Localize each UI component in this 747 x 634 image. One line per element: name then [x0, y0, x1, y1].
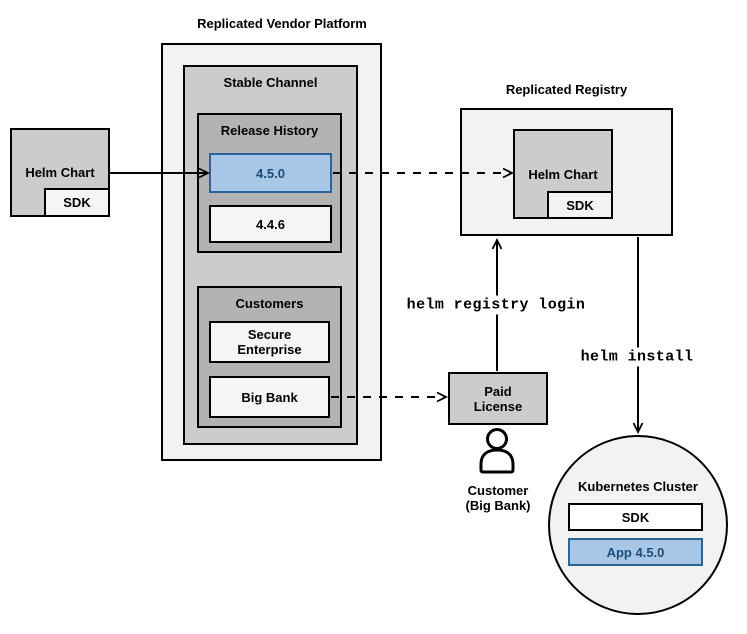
- registry-box: Helm Chart SDK: [460, 108, 673, 236]
- paid-license-box: Paid License: [448, 372, 548, 425]
- cluster-app-label: App 4.5.0: [606, 544, 665, 560]
- customer-person-icon: [479, 428, 515, 474]
- release-history-title: Release History: [220, 123, 319, 138]
- customers-box: Customers Secure Enterprise Big Bank: [197, 286, 342, 428]
- customer-secure-enterprise-box[interactable]: Secure Enterprise: [209, 321, 330, 363]
- cluster-sdk-box: SDK: [568, 503, 703, 531]
- kubernetes-cluster-circle: Kubernetes Cluster SDK App 4.5.0: [548, 435, 728, 615]
- customer-secure-enterprise-label: Secure Enterprise: [237, 327, 302, 357]
- registry-helm-chart-label: Helm Chart: [528, 166, 598, 182]
- customer-caption-line2: (Big Bank): [465, 498, 531, 513]
- customers-title: Customers: [235, 296, 304, 311]
- source-helm-chart-label: Helm Chart: [25, 165, 95, 180]
- paid-license-label: Paid License: [473, 383, 523, 414]
- platform-title: Replicated Vendor Platform: [197, 16, 367, 31]
- customer-big-bank-label: Big Bank: [241, 389, 298, 405]
- source-sdk-box: SDK: [44, 188, 110, 217]
- customer-caption: Customer (Big Bank): [448, 483, 548, 513]
- cluster-app-box: App 4.5.0: [568, 538, 703, 566]
- source-helm-chart-box: Helm Chart SDK: [10, 128, 110, 217]
- command-registry-login: helm registry login: [403, 295, 589, 315]
- release-history-box: Release History 4.5.0 4.4.6: [197, 113, 342, 253]
- cluster-sdk-label: SDK: [621, 509, 650, 525]
- release-4-5-0-label: 4.5.0: [256, 165, 285, 181]
- customer-caption-line1: Customer: [467, 483, 529, 498]
- kubernetes-cluster-title: Kubernetes Cluster: [578, 479, 698, 494]
- release-4-5-0-box[interactable]: 4.5.0: [209, 153, 332, 193]
- registry-helm-chart-box: Helm Chart SDK: [513, 129, 613, 219]
- registry-title: Replicated Registry: [505, 82, 628, 97]
- registry-sdk-box: SDK: [547, 191, 613, 219]
- release-4-4-6-label: 4.4.6: [256, 216, 285, 232]
- customer-big-bank-box[interactable]: Big Bank: [209, 376, 330, 418]
- registry-sdk-label: SDK: [566, 197, 594, 213]
- release-4-4-6-box[interactable]: 4.4.6: [209, 205, 332, 243]
- source-sdk-label: SDK: [63, 195, 91, 210]
- stable-channel-title: Stable Channel: [223, 75, 318, 90]
- command-install: helm install: [577, 347, 697, 367]
